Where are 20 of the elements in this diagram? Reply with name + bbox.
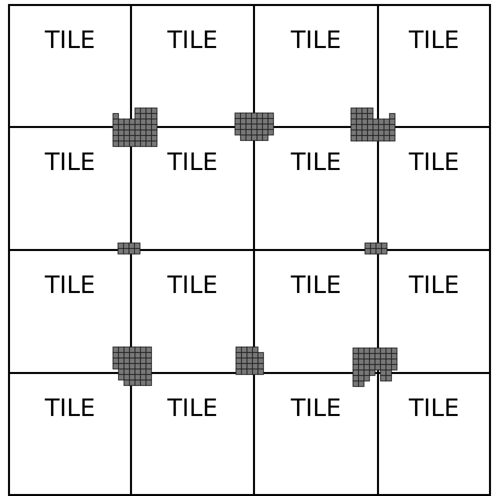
tile-label: TILE: [290, 271, 342, 299]
tile-label: TILE: [408, 26, 460, 54]
tile-box: [377, 4, 491, 128]
tile-label: TILE: [44, 271, 96, 299]
tile-label: TILE: [166, 26, 219, 54]
tile-box: [8, 372, 132, 496]
tile-label: TILE: [44, 148, 96, 176]
tile-label: TILE: [290, 394, 342, 422]
tile-label: TILE: [166, 394, 219, 422]
tile-box: [377, 372, 491, 496]
tile-label: TILE: [166, 271, 219, 299]
tile-label: TILE: [44, 26, 96, 54]
tile-box: [8, 4, 132, 128]
tile-label: TILE: [408, 394, 460, 422]
tile-label: TILE: [408, 271, 460, 299]
tile-label: TILE: [44, 394, 96, 422]
tile-label: TILE: [290, 148, 342, 176]
tile-label: TILE: [290, 26, 342, 54]
tile-label: TILE: [166, 148, 219, 176]
tile-label: TILE: [408, 148, 460, 176]
